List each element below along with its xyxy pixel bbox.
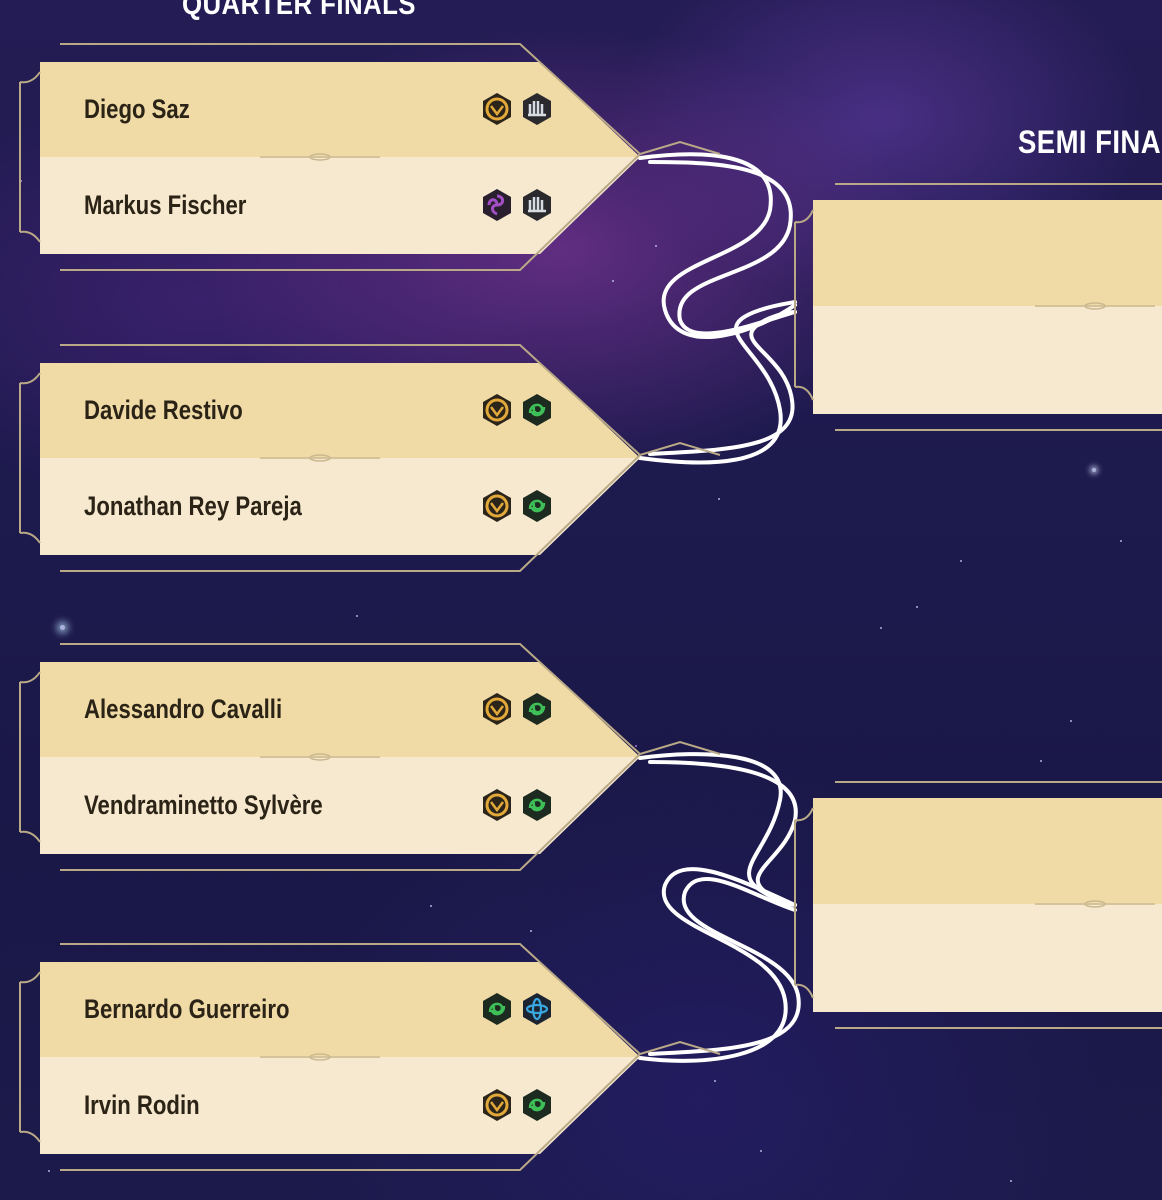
semi-finals-heading: SEMI FINA <box>1018 124 1162 160</box>
player-row[interactable]: Bernardo Guerreiro <box>60 962 620 1058</box>
player-name: Markus Fischer <box>84 190 247 220</box>
gold-emblem-icon <box>480 393 514 427</box>
semi-final-slot-top[interactable] <box>825 830 1125 870</box>
quarter-final-match-1: Diego Saz Markus Fischer <box>19 42 721 272</box>
player-name: Jonathan Rey Pareja <box>84 491 302 521</box>
quarter-final-match-4: Bernardo Guerreiro Irvin Rodin <box>19 942 721 1172</box>
player-row[interactable]: Davide Restivo <box>60 363 620 459</box>
semi-final-frame <box>794 183 1162 431</box>
semi-final-slot-top[interactable] <box>825 232 1125 272</box>
silver-emblem-icon <box>520 92 554 126</box>
gold-emblem-icon <box>480 692 514 726</box>
green-emblem-icon <box>480 992 514 1026</box>
player-row[interactable]: Markus Fischer <box>60 158 620 254</box>
semi-final-slot-bottom[interactable] <box>825 930 1125 970</box>
player-row[interactable]: Jonathan Rey Pareja <box>60 459 620 555</box>
quarter-finals-heading: QUARTER FINALS <box>182 0 416 21</box>
player-name: Alessandro Cavalli <box>84 694 283 724</box>
green-emblem-icon <box>520 1088 554 1122</box>
player-name: Diego Saz <box>84 94 190 124</box>
purple-emblem-icon <box>480 188 514 222</box>
blue-emblem-icon <box>520 992 554 1026</box>
green-emblem-icon <box>520 788 554 822</box>
semi-final-slot-bottom[interactable] <box>825 332 1125 372</box>
semi-final-match-2 <box>794 780 1162 1030</box>
player-row[interactable]: Vendraminetto Sylvère <box>60 758 620 854</box>
player-name: Bernardo Guerreiro <box>84 994 290 1024</box>
silver-emblem-icon <box>520 188 554 222</box>
gold-emblem-icon <box>480 788 514 822</box>
gold-emblem-icon <box>480 92 514 126</box>
semi-final-frame <box>794 781 1162 1029</box>
green-emblem-icon <box>520 489 554 523</box>
player-row[interactable]: Alessandro Cavalli <box>60 662 620 758</box>
player-name: Irvin Rodin <box>84 1090 200 1120</box>
player-row[interactable]: Irvin Rodin <box>60 1058 620 1154</box>
semi-final-match-1 <box>794 182 1162 432</box>
green-emblem-icon <box>520 692 554 726</box>
quarter-final-match-2: Davide Restivo Jonathan Rey Pareja <box>19 343 721 573</box>
player-row[interactable]: Diego Saz <box>60 62 620 158</box>
green-emblem-icon <box>520 393 554 427</box>
player-name: Davide Restivo <box>84 395 243 425</box>
gold-emblem-icon <box>480 489 514 523</box>
player-name: Vendraminetto Sylvère <box>84 790 323 820</box>
gold-emblem-icon <box>480 1088 514 1122</box>
quarter-final-match-3: Alessandro Cavalli Vendraminetto Sylvère <box>19 642 721 872</box>
